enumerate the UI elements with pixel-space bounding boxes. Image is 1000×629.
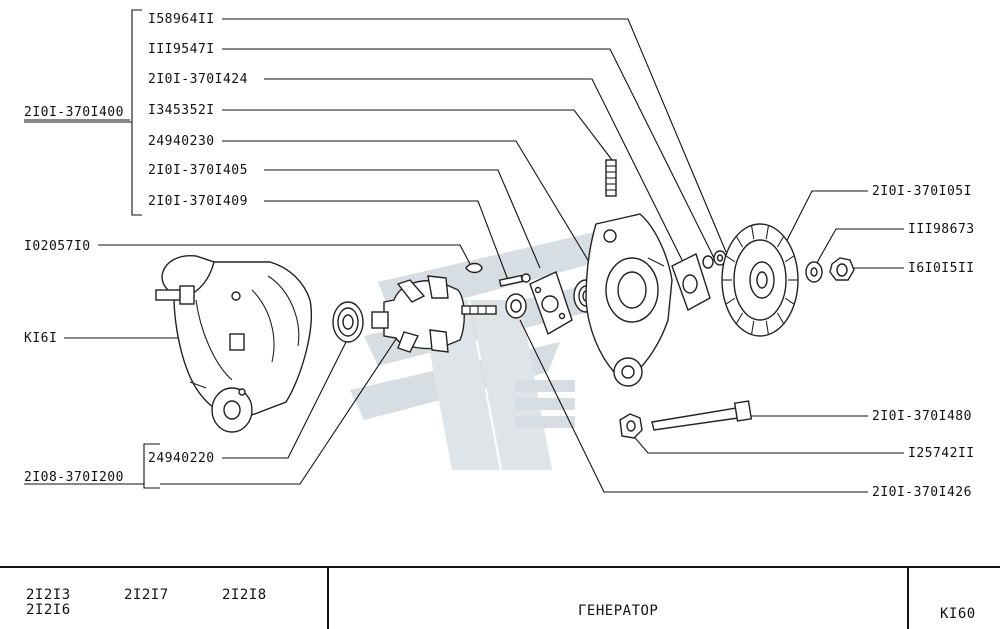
leader-line: [222, 18, 727, 253]
bearing-cover-plate-part: [529, 271, 573, 336]
leader-line: [264, 78, 687, 269]
front-housing-part: [585, 213, 673, 387]
leader-line: [813, 228, 904, 269]
model-code: 2I2I3: [26, 587, 71, 603]
fan-blade: [725, 255, 736, 263]
fan-blade: [765, 225, 769, 240]
sheet-code: KI60: [940, 606, 976, 622]
callout-label: III9547I: [148, 42, 215, 57]
lower-assembly-label: 2I08-370I200: [24, 470, 124, 485]
rotor-part: [371, 275, 497, 353]
model-code: 2I2I8: [222, 587, 267, 603]
pulley-washer-part: [805, 261, 823, 283]
fan-blade: [735, 235, 744, 248]
leader-line: [98, 244, 471, 265]
upper-assembly-bracket: [24, 9, 142, 216]
sheet-title: ГЕНЕРАТОР: [578, 603, 658, 619]
callout-label: I02057I0: [24, 239, 91, 254]
fan-blade: [784, 255, 795, 263]
fan-part: [721, 223, 799, 337]
callout-label: 24940230: [148, 134, 215, 149]
callout-label: 2I0I-370I409: [148, 194, 248, 209]
stud-part: [605, 159, 617, 197]
fan-blade: [765, 320, 769, 335]
long-bolt-part: [651, 400, 753, 431]
leader-line: [222, 48, 715, 259]
key-part: [465, 262, 483, 274]
lower-assembly-bracket: [24, 443, 160, 489]
leader-line: [519, 319, 868, 493]
fan-blade: [751, 320, 755, 335]
small-washer-part: [702, 255, 714, 269]
callout-label: I58964II: [148, 12, 215, 27]
leader-line: [629, 431, 904, 454]
leader-line: [264, 200, 509, 281]
callout-label: I25742II: [908, 446, 975, 461]
fan-blade: [776, 235, 785, 248]
callout-label: 2I0I-370I405: [148, 163, 248, 178]
upper-assembly-label: 2I0I-370I400: [24, 105, 124, 120]
callout-label: I345352I: [148, 103, 215, 118]
callout-label: 2I0I-370I426: [872, 485, 972, 500]
fan-blade: [751, 225, 755, 240]
bolt-nut-part: [619, 413, 643, 439]
leader-line: [775, 190, 868, 263]
pulley-nut-part: [829, 257, 855, 281]
callout-label: 2I0I-370I05I: [872, 184, 972, 199]
rear-housing-part: [155, 255, 312, 433]
title-block: [0, 566, 1000, 629]
leader-line: [222, 329, 353, 459]
callout-label: 2I0I-370I424: [148, 72, 248, 87]
leader-line: [264, 169, 541, 269]
spacer-part: [505, 293, 527, 319]
fan-blade: [776, 312, 785, 325]
fan-blade: [784, 297, 795, 305]
washer-plate-part: [671, 253, 711, 312]
callout-label: III98673: [908, 222, 975, 237]
callout-label: 24940220: [148, 451, 215, 466]
model-code: 2I2I6: [26, 602, 71, 618]
callout-label: I6I0I5II: [908, 261, 975, 276]
bearing-part: [332, 301, 364, 343]
fan-blade: [725, 297, 736, 305]
screw-part: [498, 273, 531, 287]
leader-line: [222, 140, 601, 281]
model-code: 2I2I7: [124, 587, 169, 603]
callout-label: 2I0I-370I480: [872, 409, 972, 424]
leader-line: [222, 109, 613, 161]
callout-label: KI6I: [24, 331, 57, 346]
fan-blade: [735, 312, 744, 325]
leader-line: [160, 335, 399, 485]
